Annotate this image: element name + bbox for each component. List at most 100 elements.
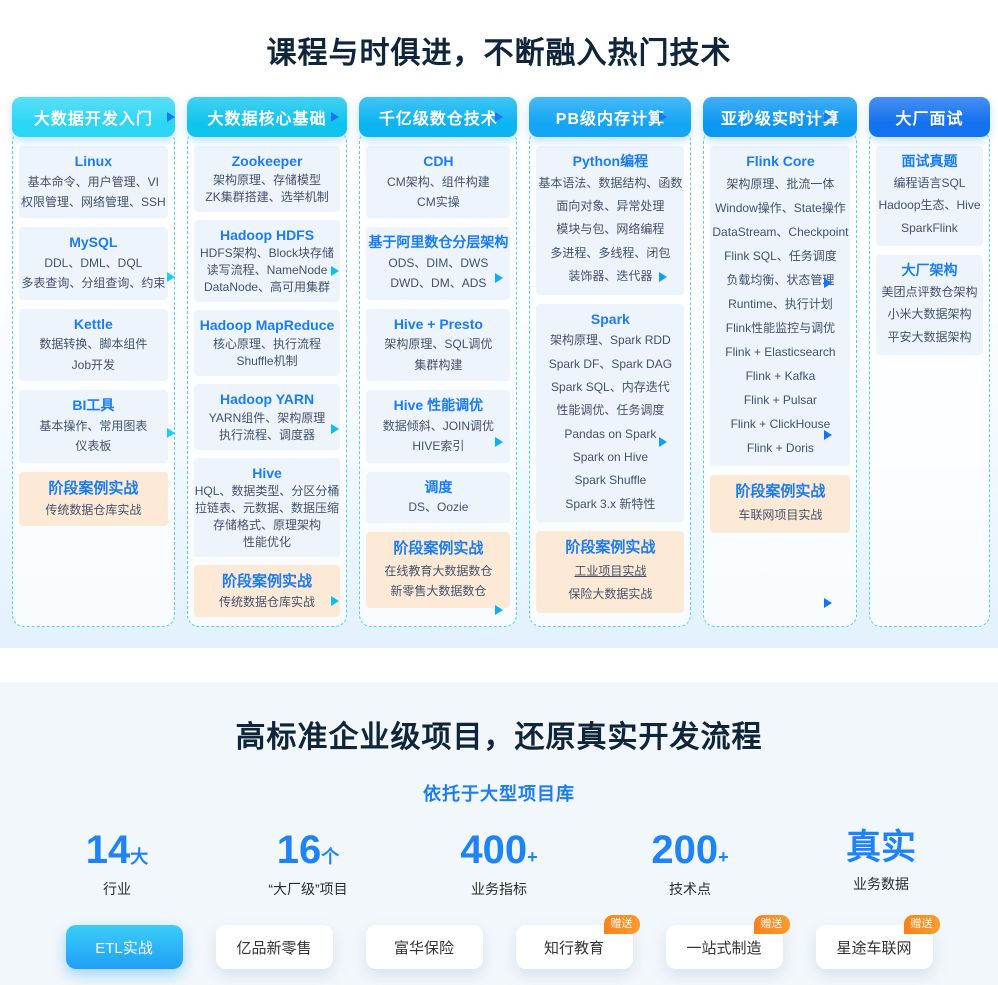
course-column-4: PB级内存计算 Python编程基本语法、数据结构、函数面向对象、异常处理模块与包… — [529, 97, 692, 627]
card-line: CM架构、组件构建 — [387, 174, 490, 189]
stage-case-card[interactable]: 阶段案例实战在线教育大数据数仓新零售大数据数仓 — [366, 532, 511, 608]
project-tab[interactable]: 知行教育赠送 — [515, 915, 640, 969]
stage-case-card[interactable]: 阶段案例实战车联网项目实战 — [710, 474, 851, 534]
column-header[interactable]: 大数据开发入门 — [12, 97, 175, 137]
column-header[interactable]: 大厂面试 — [869, 97, 990, 137]
card-title: Kettle — [73, 315, 113, 332]
course-card[interactable]: Hive 性能调优数据倾斜、JOIN调优 HIVE索引 — [366, 390, 511, 463]
project-tab[interactable]: 一站式制造赠送 — [665, 915, 790, 969]
stat-suffix: 个 — [321, 847, 340, 867]
card-line: 执行流程、调度器 — [219, 427, 316, 442]
card-title: BI工具 — [72, 397, 115, 414]
gift-badge: 赠送 — [903, 915, 940, 934]
flow-arrow-icon — [495, 605, 503, 615]
project-tab[interactable]: ETL实战 — [65, 925, 183, 969]
stat-value: 400+ — [460, 828, 538, 872]
course-card[interactable]: Python编程基本语法、数据结构、函数面向对象、异常处理模块与包、网络编程多进… — [536, 146, 685, 295]
stat-suffix: 大 — [130, 847, 149, 867]
card-line: 面向对象、异常处理 — [556, 198, 665, 213]
card-line: Spark 3.x 新特性 — [565, 496, 656, 511]
header-arrow-icon — [331, 112, 339, 122]
project-tab[interactable]: 富华保险 — [365, 925, 483, 969]
card-line: ODS、DIM、DWS — [388, 255, 489, 270]
column-header[interactable]: 亚秒级实时计算 — [703, 97, 858, 137]
card-line: YARN组件、架构原理 — [208, 410, 326, 425]
stat-suffix: + — [527, 847, 538, 867]
curriculum-title: 课程与时俱进，不断融入热门技术 — [266, 37, 732, 70]
project-tab[interactable]: 星途车联网赠送 — [815, 915, 940, 969]
card-line: ZK集群搭建、选举机制 — [205, 189, 329, 204]
card-line: Flink + Kafka — [745, 368, 816, 383]
stat-item: 400+业务指标 — [444, 830, 554, 899]
card-title: Hive 性能调优 — [393, 397, 484, 414]
card-title: 调度 — [424, 478, 453, 495]
card-line: 架构原理、存储模型 — [213, 172, 322, 187]
course-card[interactable]: Linux 基本命令、用户管理、VI 权限管理、网络管理、SSH — [19, 146, 168, 219]
card-title: Hadoop HDFS — [219, 226, 315, 243]
card-title: CDH — [423, 153, 454, 169]
stat-item: 14大行业 — [62, 830, 172, 899]
card-title: 阶段案例实战 — [735, 482, 826, 500]
card-title: 阶段案例实战 — [48, 479, 139, 497]
card-line: 保险大数据实战 — [568, 587, 653, 602]
stat-value: 16个 — [276, 828, 340, 872]
gift-badge: 赠送 — [753, 915, 790, 934]
card-line: Hadoop生态、Hive — [878, 198, 981, 213]
flow-arrow-icon — [331, 596, 339, 606]
card-line: 平安大数据架构 — [887, 330, 972, 345]
card-line: Flink + Elasticsearch — [725, 344, 836, 359]
card-line: Flink + ClickHouse — [730, 416, 831, 431]
column-header[interactable]: 千亿级数仓技术 — [359, 97, 518, 137]
card-line: 基本命令、用户管理、VI — [27, 174, 160, 189]
stage-case-card[interactable]: 阶段案例实战工业项目实战保险大数据实战 — [536, 531, 685, 613]
course-card[interactable]: BI工具基本操作、常用图表仪表板 — [19, 390, 168, 463]
column-header[interactable]: PB级内存计算 — [529, 97, 692, 137]
flow-arrow-icon — [495, 273, 503, 283]
card-title: Hadoop YARN — [219, 391, 315, 407]
stat-label: 业务数据 — [853, 876, 909, 892]
projects-title: 高标准企业级项目，还原真实开发流程 — [235, 721, 763, 754]
card-line: 传统数据仓库实战 — [219, 594, 316, 609]
stage-case-card[interactable]: 阶段案例实战传统数据仓库实战 — [19, 471, 168, 527]
card-line: 多进程、多线程、闭包 — [550, 245, 671, 260]
card-title: Hadoop MapReduce — [199, 317, 335, 334]
card-line: 拉链表、元数据、数据压缩 — [195, 501, 340, 516]
stage-case-card[interactable]: 阶段案例实战传统数据仓库实战 — [193, 565, 341, 617]
card-line: 架构原理、SQL调优 — [384, 337, 493, 352]
card-line: 车联网项目实战 — [738, 508, 823, 523]
flow-arrow-icon — [824, 278, 832, 288]
stat-value: 真实 — [845, 828, 916, 867]
card-title: Linux — [74, 153, 113, 169]
card-line: 权限管理、网络管理、SSH — [21, 194, 166, 209]
card-line: 数据倾斜、JOIN调优 — [382, 418, 495, 433]
card-title: 大厂架构 — [901, 261, 958, 278]
course-card[interactable]: Hadoop YARN YARN组件、架构原理执行流程、调度器 — [193, 384, 341, 450]
stat-value: 14大 — [85, 828, 149, 872]
header-arrow-icon — [495, 112, 503, 122]
card-line: Window操作、State操作 — [715, 200, 846, 215]
card-line: HIVE索引 — [412, 439, 465, 454]
course-card[interactable]: 大厂架构美团点评数仓架构小米大数据架构平安大数据架构 — [876, 254, 983, 355]
header-arrow-icon — [167, 112, 175, 122]
column-header[interactable]: 大数据核心基础 — [186, 97, 348, 137]
project-tab[interactable]: 亿品新零售 — [215, 925, 333, 969]
card-line: 多表查询、分组查询、约束 — [21, 276, 166, 291]
card-line: 架构原理、Spark RDD — [550, 333, 671, 348]
card-line: Flink + Doris — [746, 440, 814, 455]
